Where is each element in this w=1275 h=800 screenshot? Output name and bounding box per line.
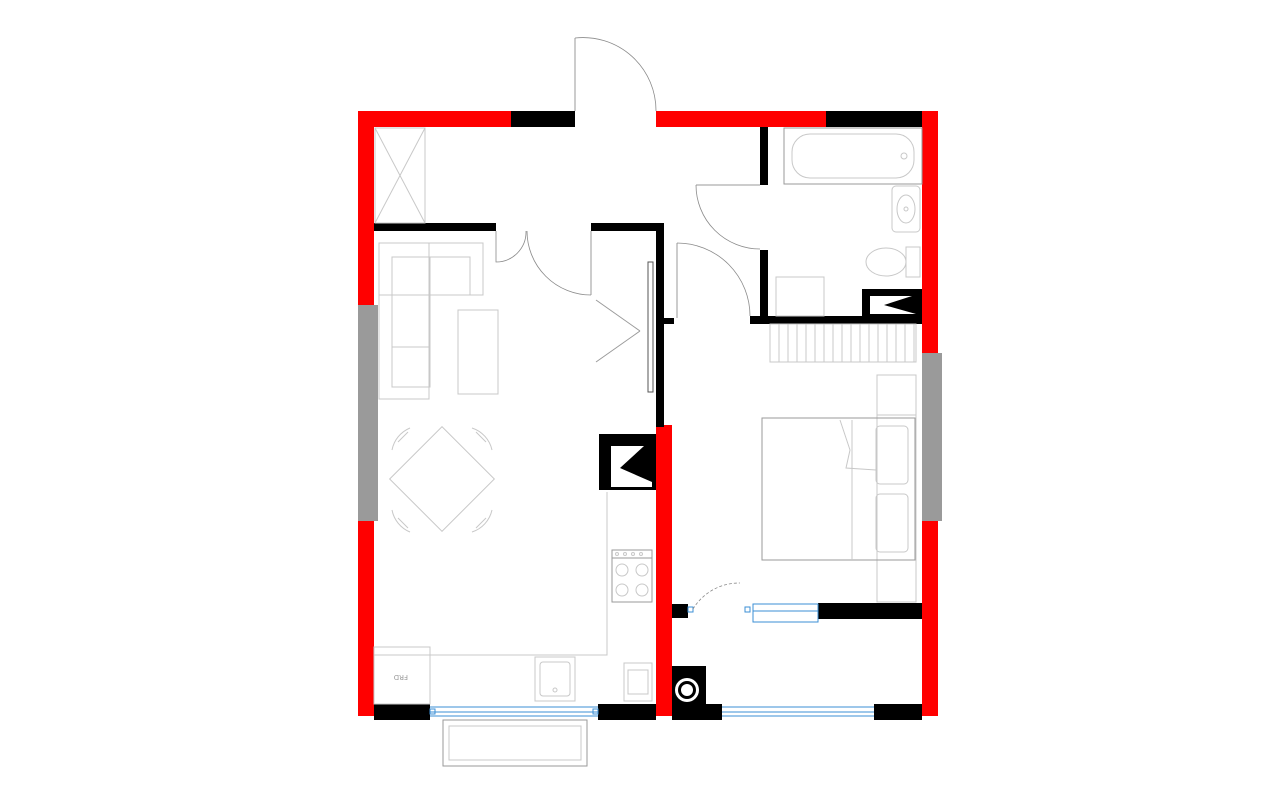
shaft-kitchen (599, 434, 656, 490)
coffee-table (457, 309, 499, 395)
exterior-wall-right-upper (922, 111, 938, 353)
exterior-walls (358, 111, 938, 716)
window-left (358, 305, 378, 521)
wall-bottom-right-b (874, 704, 922, 720)
hall-door-swing (495, 230, 592, 296)
wall-stub-small (664, 318, 674, 324)
exterior-wall-top-left (358, 111, 511, 127)
party-wall-middle (656, 425, 672, 716)
balcony-door-swing (692, 582, 741, 610)
wardrobe (876, 374, 917, 603)
storage-closet (374, 127, 426, 224)
sofa (378, 242, 484, 400)
fridge-label: FRD (394, 673, 408, 681)
wall-hall-vertical (656, 223, 664, 427)
balcony (442, 719, 588, 767)
wall-bath-lower (760, 250, 768, 320)
sink (534, 656, 576, 702)
wall-bottom-left-b (598, 704, 656, 720)
bedroom-door-swing (676, 242, 751, 318)
double-bed (761, 417, 916, 561)
sliding-door-living (595, 261, 654, 393)
wall-stair-top (750, 316, 922, 324)
bathroom-door-swing (695, 184, 761, 250)
kitchen-counter (374, 492, 608, 704)
toilet (865, 246, 921, 278)
glazing-lines (429, 603, 874, 717)
dining-table (388, 425, 496, 533)
wall-balcony-divider (818, 603, 922, 619)
cooktop (611, 549, 653, 603)
staircase (769, 323, 917, 363)
window-right (922, 353, 942, 521)
washing-machine (672, 666, 706, 704)
shaft-bathroom (862, 289, 922, 318)
wall-segment-top-b (826, 111, 922, 127)
exterior-wall-left-lower (358, 521, 374, 716)
interior-walls (374, 111, 922, 720)
wall-stub-door (672, 604, 688, 618)
exterior-wall-right-lower (922, 521, 938, 716)
entry-door-swing (574, 37, 657, 112)
bathtub (783, 127, 923, 185)
dishwasher (623, 662, 653, 702)
exterior-wall-left-upper (358, 111, 374, 305)
bathroom-cabinet (775, 276, 825, 317)
wall-hall-right (591, 223, 663, 231)
fridge: FRD (373, 646, 431, 705)
exterior-wall-top-right (656, 111, 826, 127)
wall-bottom-right-a (672, 704, 722, 720)
wall-segment-top-a (511, 111, 575, 127)
wall-hall-left (374, 223, 496, 231)
wall-bath-upper (760, 127, 768, 185)
wall-bottom-left-a (374, 704, 430, 720)
washbasin (891, 185, 921, 233)
